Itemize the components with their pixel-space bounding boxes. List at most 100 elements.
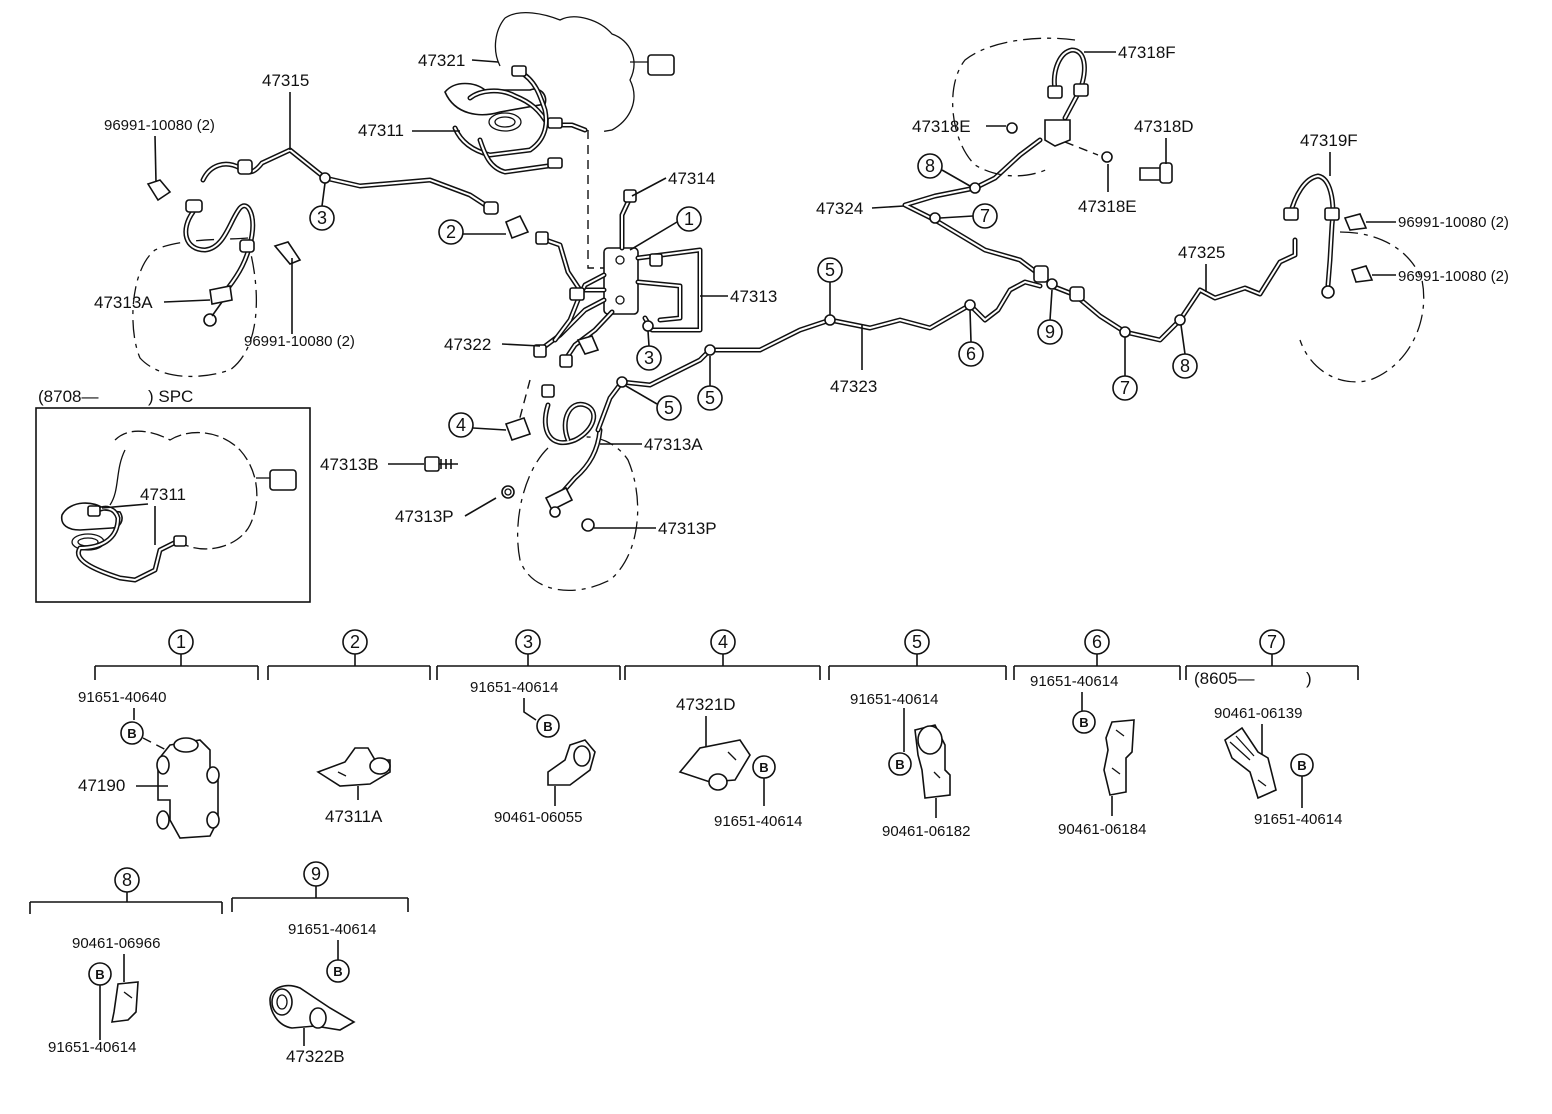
clip-marker-5-b: 5	[697, 356, 723, 411]
detail-6-bolt-part: 91651-40614	[1030, 673, 1118, 690]
detail-3: 3 91651-40614 B 90461-06055	[436, 629, 621, 826]
detail-1-valve-part: 47190	[78, 776, 125, 795]
rear-right-wheel	[952, 37, 1173, 184]
clip-marker-9: 9	[1037, 289, 1063, 345]
detail-7: 7 (8605— ) 90461-06139 B 91651-40614	[1185, 629, 1359, 828]
detail-1-number: 1	[176, 632, 186, 652]
detail-6-number: 6	[1092, 632, 1102, 652]
clip-marker-4: 4	[448, 412, 507, 438]
clip-marker-3-left: 3	[309, 182, 335, 231]
label-47315: 47315	[262, 71, 309, 90]
detail-5-bolt-icon: B	[895, 757, 904, 772]
detail-9-bolt-icon: B	[333, 964, 342, 979]
detail-6-clamp-part: 90461-06184	[1058, 821, 1146, 838]
proportioning-valve-area	[504, 189, 703, 368]
inset-part-label: 47311	[140, 485, 186, 504]
detail-7-bolt-icon: B	[1297, 758, 1306, 773]
clip-marker-7-bottom: 7	[1112, 337, 1138, 401]
detail-4-number: 4	[718, 632, 728, 652]
inset-label-start: (8708—	[38, 387, 98, 406]
detail-3-number: 3	[523, 632, 533, 652]
label-47318E-top: 47318E	[912, 117, 971, 136]
inset-label-end: ) SPC	[148, 387, 193, 406]
detail-2: 2 47311A	[267, 629, 431, 826]
callout-labels: 47321 47315 96991-10080 (2) 47311 47314 …	[94, 43, 1509, 538]
label-47323: 47323	[830, 377, 877, 396]
detail-8-bolt-icon: B	[95, 967, 104, 982]
detail-2-part: 47311A	[325, 807, 383, 826]
clip-marker-2: 2	[438, 219, 506, 245]
detail-1: 1 91651-40640 B 47190	[78, 629, 259, 839]
line-47323	[595, 279, 1043, 433]
detail-9-bolt-part: 91651-40614	[288, 921, 376, 938]
detail-6: 6 91651-40614 B 90461-06184	[1013, 629, 1181, 838]
clip-markers: 1 2 3 3 4 5 5 5 6 7 7 8 8 9	[309, 153, 1198, 438]
detail-7-date-start: (8605—	[1194, 669, 1254, 688]
front-right-wheel	[424, 384, 639, 592]
svg-text:5: 5	[705, 388, 715, 408]
svg-text:7: 7	[1120, 378, 1130, 398]
svg-text:9: 9	[1045, 322, 1055, 342]
label-47313B: 47313B	[320, 455, 379, 474]
svg-text:6: 6	[966, 344, 976, 364]
line-47325	[1033, 237, 1298, 343]
detail-5-number: 5	[912, 632, 922, 652]
svg-text:7: 7	[980, 206, 990, 226]
clip-marker-6: 6	[958, 309, 984, 367]
label-47321: 47321	[418, 51, 465, 70]
detail-9-union-part: 47322B	[286, 1047, 345, 1066]
label-47313P-right: 47313P	[658, 519, 717, 538]
detail-4-bracket-part: 47321D	[676, 695, 736, 714]
detail-8-number: 8	[122, 870, 132, 890]
detail-4: 4 47321D B 91651-40614	[624, 629, 821, 830]
detail-5: 5 91651-40614 B 90461-06182	[828, 629, 1007, 840]
clip-marker-5-c: 5	[817, 257, 843, 315]
label-47318F: 47318F	[1118, 43, 1176, 62]
detail-7-clamp-part: 90461-06139	[1214, 705, 1302, 722]
label-47314: 47314	[668, 169, 715, 188]
label-96991-right-bottom: 96991-10080 (2)	[1398, 268, 1509, 285]
label-47318D: 47318D	[1134, 117, 1194, 136]
label-47311-top: 47311	[358, 121, 404, 140]
clip-marker-8-bottom: 8	[1172, 324, 1198, 379]
hidden-line-2	[517, 379, 531, 426]
label-47325: 47325	[1178, 243, 1225, 262]
detail-1-bolt-part: 91651-40640	[78, 689, 166, 706]
detail-2-number: 2	[350, 632, 360, 652]
line-47315	[200, 147, 499, 215]
detail-7-bolt-part: 91651-40614	[1254, 811, 1342, 828]
detail-6-bolt-icon: B	[1079, 715, 1088, 730]
detail-4-bolt-part: 91651-40614	[714, 813, 802, 830]
label-47324: 47324	[816, 199, 863, 218]
detail-5-bolt-part: 91651-40614	[850, 691, 938, 708]
master-cylinder-drawing	[444, 12, 675, 133]
detail-3-bolt-part: 91651-40614	[470, 679, 558, 696]
svg-text:1: 1	[684, 209, 694, 229]
detail-4-bolt-icon: B	[759, 760, 768, 775]
label-47319F: 47319F	[1300, 131, 1358, 150]
detail-1-bolt-icon: B	[127, 726, 136, 741]
svg-text:8: 8	[925, 156, 935, 176]
label-47313A-left: 47313A	[94, 293, 153, 312]
front-left-wheel	[132, 179, 302, 378]
label-96991-right-top: 96991-10080 (2)	[1398, 214, 1509, 231]
label-47313P-left: 47313P	[395, 507, 454, 526]
detail-8: 8 90461-06966 B 91651-40614	[29, 867, 223, 1056]
clip-marker-8-top: 8	[917, 153, 971, 187]
detail-9: 9 91651-40614 B 47322B	[231, 861, 409, 1066]
label-96991-left-lower: 96991-10080 (2)	[244, 333, 355, 350]
label-47313: 47313	[730, 287, 777, 306]
svg-text:4: 4	[456, 415, 466, 435]
svg-text:5: 5	[664, 398, 674, 418]
inset-frame	[35, 407, 311, 603]
detail-7-number: 7	[1267, 632, 1277, 652]
svg-text:5: 5	[825, 260, 835, 280]
clip-marker-7-top: 7	[939, 203, 998, 229]
svg-text:2: 2	[446, 222, 456, 242]
master-cylinder-lines	[452, 65, 588, 175]
label-96991-top-left: 96991-10080 (2)	[104, 117, 215, 134]
detail-3-bolt-icon: B	[543, 719, 552, 734]
svg-text:3: 3	[644, 348, 654, 368]
detail-8-bolt-part: 91651-40614	[48, 1039, 136, 1056]
